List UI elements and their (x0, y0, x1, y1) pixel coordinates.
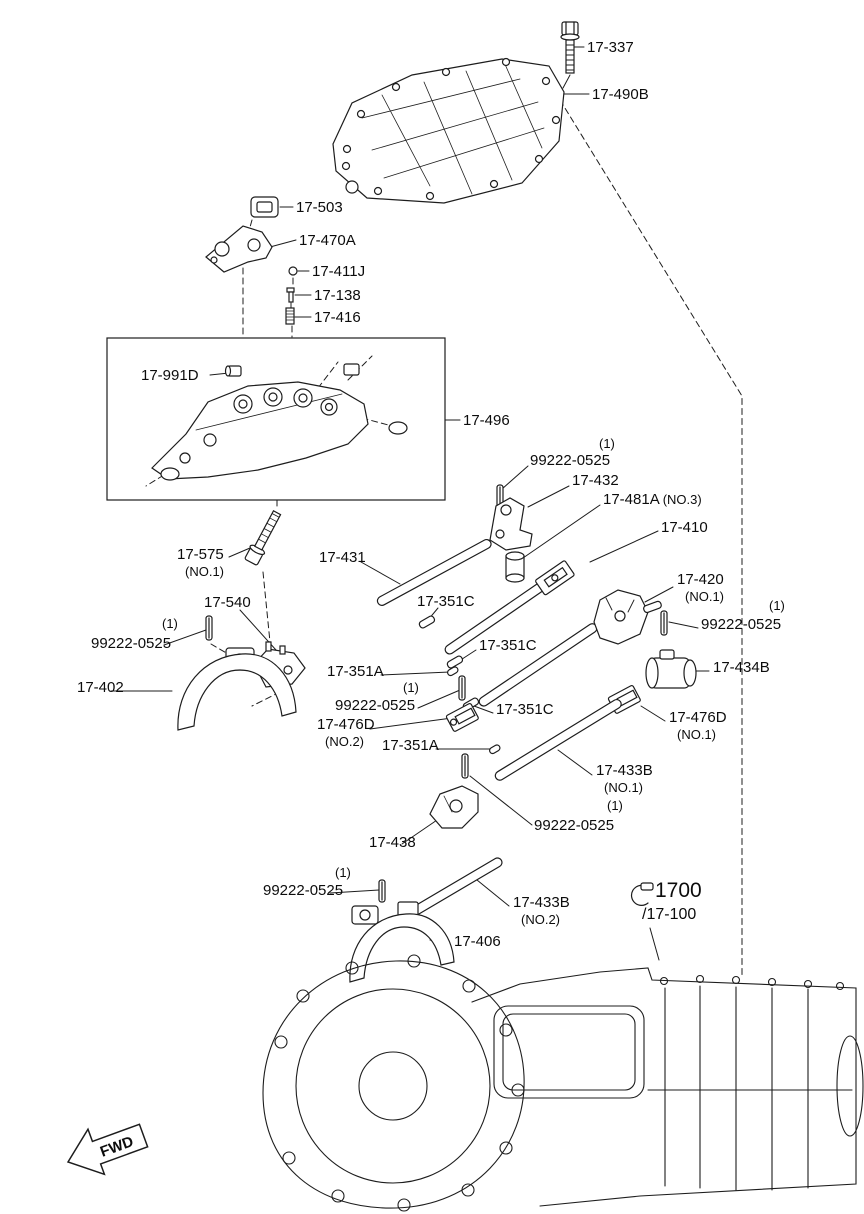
part-label-17-351A-2: 17-351A (382, 737, 439, 754)
inset-box-17-496 (106, 337, 446, 501)
part-label-99222-0525-1: 99222-0525 (530, 452, 611, 469)
pin-17-138-part (286, 287, 295, 303)
control-case-part (151, 363, 408, 481)
part-label-17-991D: 17-991D (141, 367, 199, 384)
part-label-17-138: 17-138 (314, 287, 361, 304)
rod-17-433B-no2-part (408, 857, 503, 917)
part-label-17-438: 17-438 (369, 834, 416, 851)
spring-17-416-part (285, 307, 295, 325)
washer-17-411J-part (288, 266, 298, 276)
clevis-17-476D-no2-part (445, 703, 479, 732)
qty-label-99222-3: (1) (769, 598, 785, 613)
part-label-17-433B-no2: 17-433B (NO.2) (513, 894, 570, 927)
lever-17-432-part (489, 497, 533, 551)
rod-17-420-part (478, 589, 662, 707)
shift-fork-17-406-part (349, 901, 455, 983)
part-label-17-503: 17-503 (296, 199, 343, 216)
part-label-17-481A: 17-481A(NO.3) (603, 491, 702, 508)
part-label-17-416: 17-416 (314, 309, 361, 326)
knob-17-503-part (250, 196, 279, 218)
part-label-17-351A-1: 17-351A (327, 663, 384, 680)
qty-label-99222-2: (1) (162, 616, 178, 631)
bolt-17-337-part (560, 21, 580, 74)
part-label-99222-0525-6: 99222-0525 (263, 882, 344, 899)
leader-lines (110, 46, 710, 961)
assembly-ref-1700: 1700 (655, 879, 702, 902)
part-label-17-470A: 17-470A (299, 232, 356, 249)
part-label-17-351C-2: 17-351C (479, 637, 537, 654)
plug-17-991D-part (224, 365, 242, 377)
control-box-cover-part (332, 57, 565, 204)
bushing-17-481A-part (505, 551, 525, 583)
part-label-99222-0525-2: 99222-0525 (91, 635, 172, 652)
part-label-99222-0525-3: 99222-0525 (701, 616, 782, 633)
bolt-17-575-part (244, 510, 282, 566)
part-label-17-351C-1: 17-351C (417, 593, 475, 610)
cylinder-17-434B-part (645, 649, 697, 689)
rod-17-410-part (444, 560, 575, 655)
transmission-case-part (262, 954, 864, 1212)
part-label-17-420: 17-420 (NO.1) (677, 571, 724, 604)
part-label-17-402: 17-402 (77, 679, 124, 696)
part-label-17-432: 17-432 (572, 472, 619, 489)
part-label-17-410: 17-410 (661, 519, 708, 536)
part-label-17-433B-no1: 17-433B (NO.1) (596, 762, 653, 795)
spring-pin-99222-0525-parts (205, 484, 668, 903)
qty-label-99222-6: (1) (335, 865, 351, 880)
part-label-99222-0525-5: 99222-0525 (534, 817, 615, 834)
part-label-99222-0525-4: 99222-0525 (335, 697, 416, 714)
part-label-17-496: 17-496 (463, 412, 510, 429)
qty-label-99222-5: (1) (607, 798, 623, 813)
pins-17-351A-parts (446, 666, 501, 755)
rod-17-433B-no1-part (494, 698, 622, 781)
part-label-17-406: 17-406 (454, 933, 501, 950)
part-label-17-476D-no2: 17-476D (NO.2) (317, 716, 375, 749)
head-17-438-part (429, 785, 479, 829)
qty-label-99222-4: (1) (403, 680, 419, 695)
part-label-17-490B: 17-490B (592, 86, 649, 103)
clip-1700-part (630, 882, 654, 906)
qty-label-99222-1: (1) (599, 436, 615, 451)
bracket-17-470A-part (205, 225, 273, 273)
shift-fork-17-402-part (177, 647, 297, 731)
rod-17-431-part (376, 538, 492, 606)
part-label-17-575: 17-575 (NO.1) (177, 546, 224, 579)
part-label-17-337: 17-337 (587, 39, 634, 56)
part-label-17-434B: 17-434B (713, 659, 770, 676)
fwd-arrow: FWD (66, 1123, 149, 1176)
part-label-17-411J: 17-411J (312, 263, 366, 280)
assembly-ref-17-100: /17-100 (642, 906, 697, 923)
part-label-17-476D-no1: 17-476D (NO.1) (669, 709, 727, 742)
part-label-17-351C-3: 17-351C (496, 701, 554, 718)
part-label-17-540: 17-540 (204, 594, 251, 611)
part-label-17-431: 17-431 (319, 549, 366, 566)
